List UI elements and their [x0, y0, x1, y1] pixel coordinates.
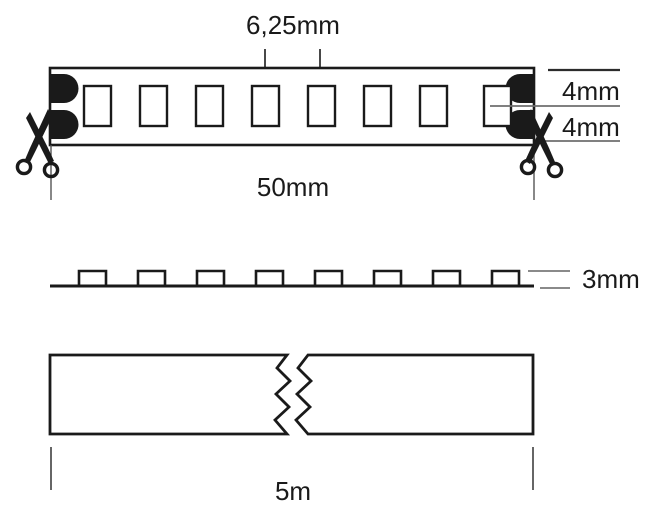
right-solder-pads: [505, 74, 533, 139]
led-bump: [431, 269, 462, 287]
led-chip: [418, 84, 449, 128]
scissors-handle-a: [519, 158, 537, 176]
top-view-group: 6,25mm 50mm 4mm 4mm: [15, 10, 620, 202]
width-dimension-lines: [490, 68, 620, 142]
height-dimension-lines: [528, 270, 570, 289]
left-solder-pads: [51, 74, 79, 139]
side-view-group: 3mm: [50, 264, 640, 294]
length-50mm-label: 50mm: [257, 172, 329, 202]
height-3mm-label: 3mm: [582, 264, 640, 294]
solder-pad-left-top: [51, 74, 79, 103]
scissors-icon: [15, 109, 60, 179]
led-chip: [306, 84, 337, 128]
led-chip: [362, 84, 393, 128]
led-chip: [250, 84, 281, 128]
solder-pad-left-bottom: [51, 110, 79, 139]
solder-pad-right-bottom: [505, 110, 533, 139]
width-4mm-lower-label: 4mm: [562, 112, 620, 142]
scissors-handle-a: [15, 158, 33, 176]
strip-outline: [48, 66, 536, 147]
led-bump: [77, 269, 108, 287]
scissors-blade-b: [26, 112, 54, 164]
scissors-handle-b: [42, 161, 60, 179]
led-bump: [195, 269, 226, 287]
led-chip: [194, 84, 225, 128]
led-chip: [138, 84, 169, 128]
scissors-icon: [519, 109, 564, 179]
length-5m-label: 5m: [275, 476, 311, 506]
led-bump: [254, 269, 285, 287]
cut-marker-left: [15, 109, 60, 200]
led-bump: [372, 269, 403, 287]
cut-marker-right: [519, 109, 564, 200]
led-bump: [313, 269, 344, 287]
width-4mm-upper-label: 4mm: [562, 76, 620, 106]
led-bump: [136, 269, 167, 287]
led-array: [82, 84, 513, 128]
pitch-dimension-label: 6,25mm: [246, 10, 340, 40]
solder-pad-right-top: [505, 74, 533, 103]
led-bump: [490, 269, 521, 287]
reel-view-group: 5m: [48, 353, 535, 506]
side-view-bumps: [77, 269, 521, 287]
led-chip: [82, 84, 113, 128]
strip-length-left-segment: [48, 353, 293, 436]
scissors-blade-b: [525, 112, 553, 164]
strip-length-right-segment: [294, 353, 535, 436]
scissors-handle-b: [546, 161, 564, 179]
